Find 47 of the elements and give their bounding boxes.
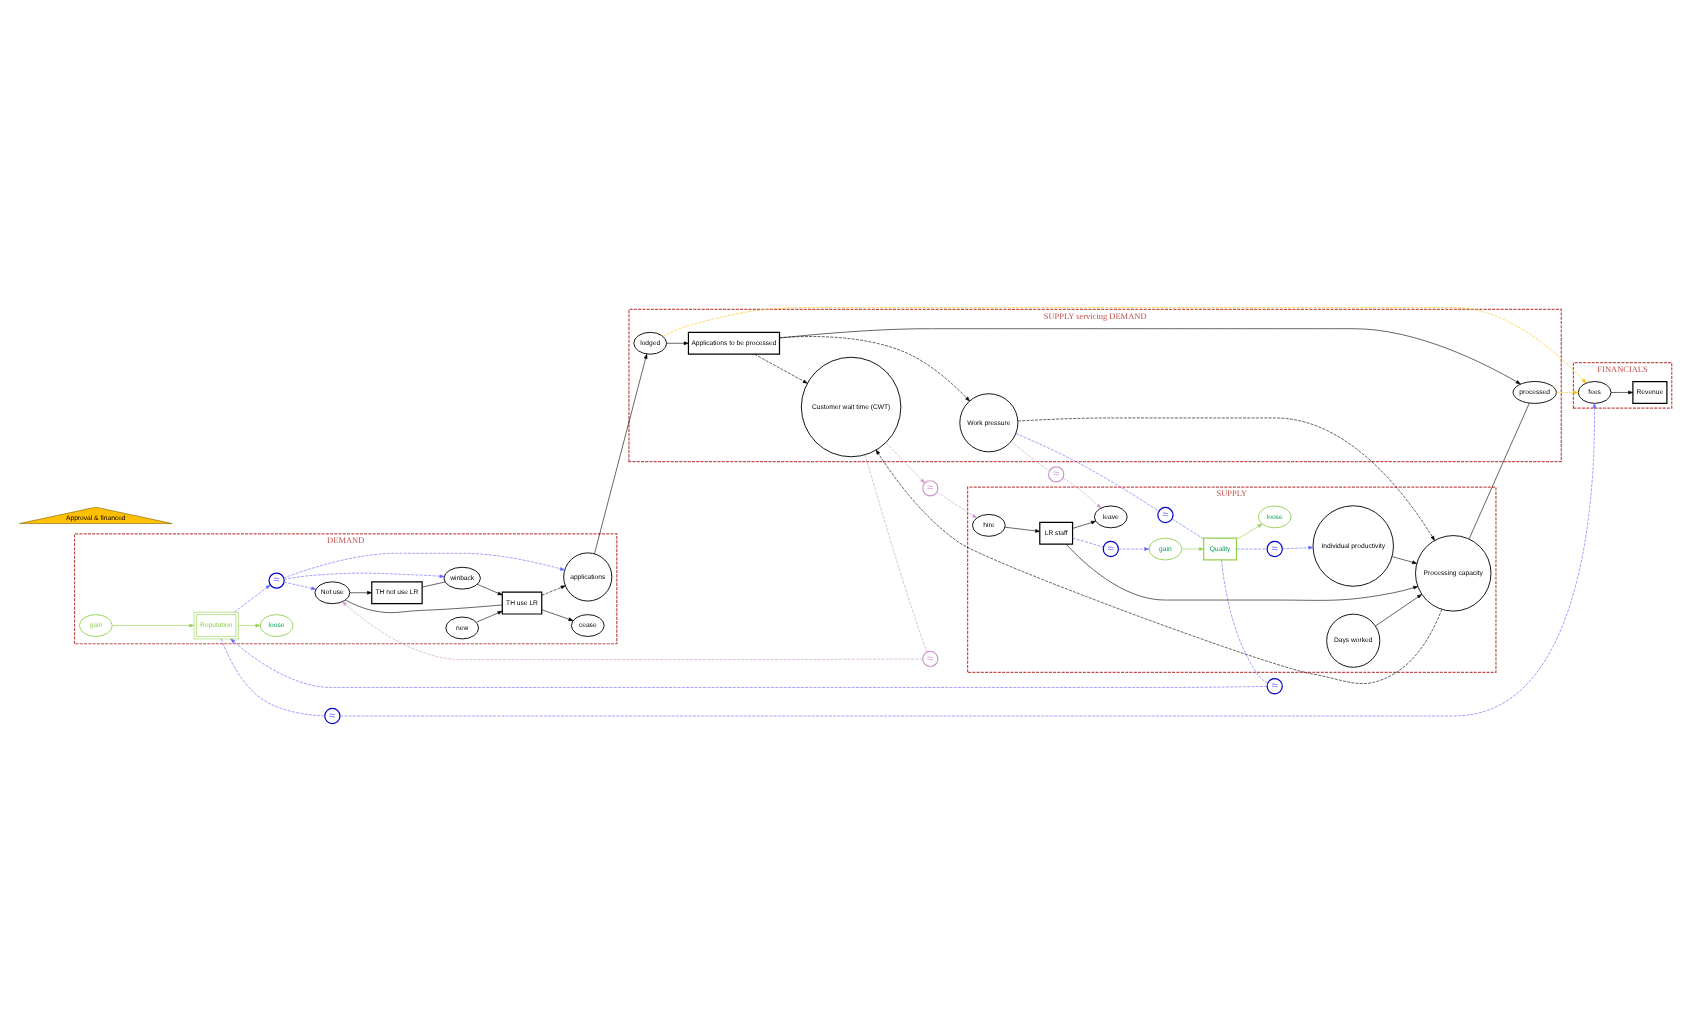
arrow xyxy=(1375,593,1422,626)
arrow xyxy=(936,491,977,518)
arrow xyxy=(662,306,1587,383)
arrow xyxy=(754,352,808,383)
arrow xyxy=(283,552,565,578)
arrow xyxy=(230,637,1268,687)
arrow xyxy=(339,402,1597,716)
arrow xyxy=(238,622,261,627)
arrow xyxy=(1062,476,1102,508)
arrow xyxy=(111,622,195,627)
connector xyxy=(422,580,446,587)
arrow xyxy=(477,583,503,595)
arrow xyxy=(1181,546,1204,550)
connector xyxy=(1236,547,1268,549)
connector xyxy=(1171,517,1204,539)
connector xyxy=(345,598,503,612)
arrow xyxy=(1118,546,1150,550)
arrow xyxy=(234,583,271,612)
arrow xyxy=(1017,416,1435,540)
arrow xyxy=(1610,389,1634,394)
arrow xyxy=(1236,522,1263,539)
connector xyxy=(1221,558,1268,683)
arrow xyxy=(349,589,372,594)
arrow xyxy=(541,608,574,620)
arrow xyxy=(283,580,317,590)
arrow xyxy=(541,584,566,595)
arrow xyxy=(342,600,923,659)
arrow xyxy=(666,340,689,345)
connector xyxy=(1015,432,1159,511)
connector xyxy=(1072,536,1104,547)
connector xyxy=(1011,440,1050,470)
arrow xyxy=(1392,555,1417,563)
connector xyxy=(864,453,928,652)
arrow xyxy=(283,571,445,579)
arrow xyxy=(779,327,1521,384)
arrow xyxy=(875,448,1443,683)
arrow xyxy=(1556,389,1579,394)
arrow xyxy=(1282,544,1314,549)
arrow xyxy=(1072,519,1096,528)
connector xyxy=(1468,401,1530,539)
arrow xyxy=(476,609,503,622)
connector xyxy=(220,637,326,716)
arrow xyxy=(885,441,925,483)
arrow xyxy=(1004,525,1041,532)
arrow xyxy=(594,352,648,554)
arrow xyxy=(1065,543,1419,600)
arrow xyxy=(779,335,970,401)
